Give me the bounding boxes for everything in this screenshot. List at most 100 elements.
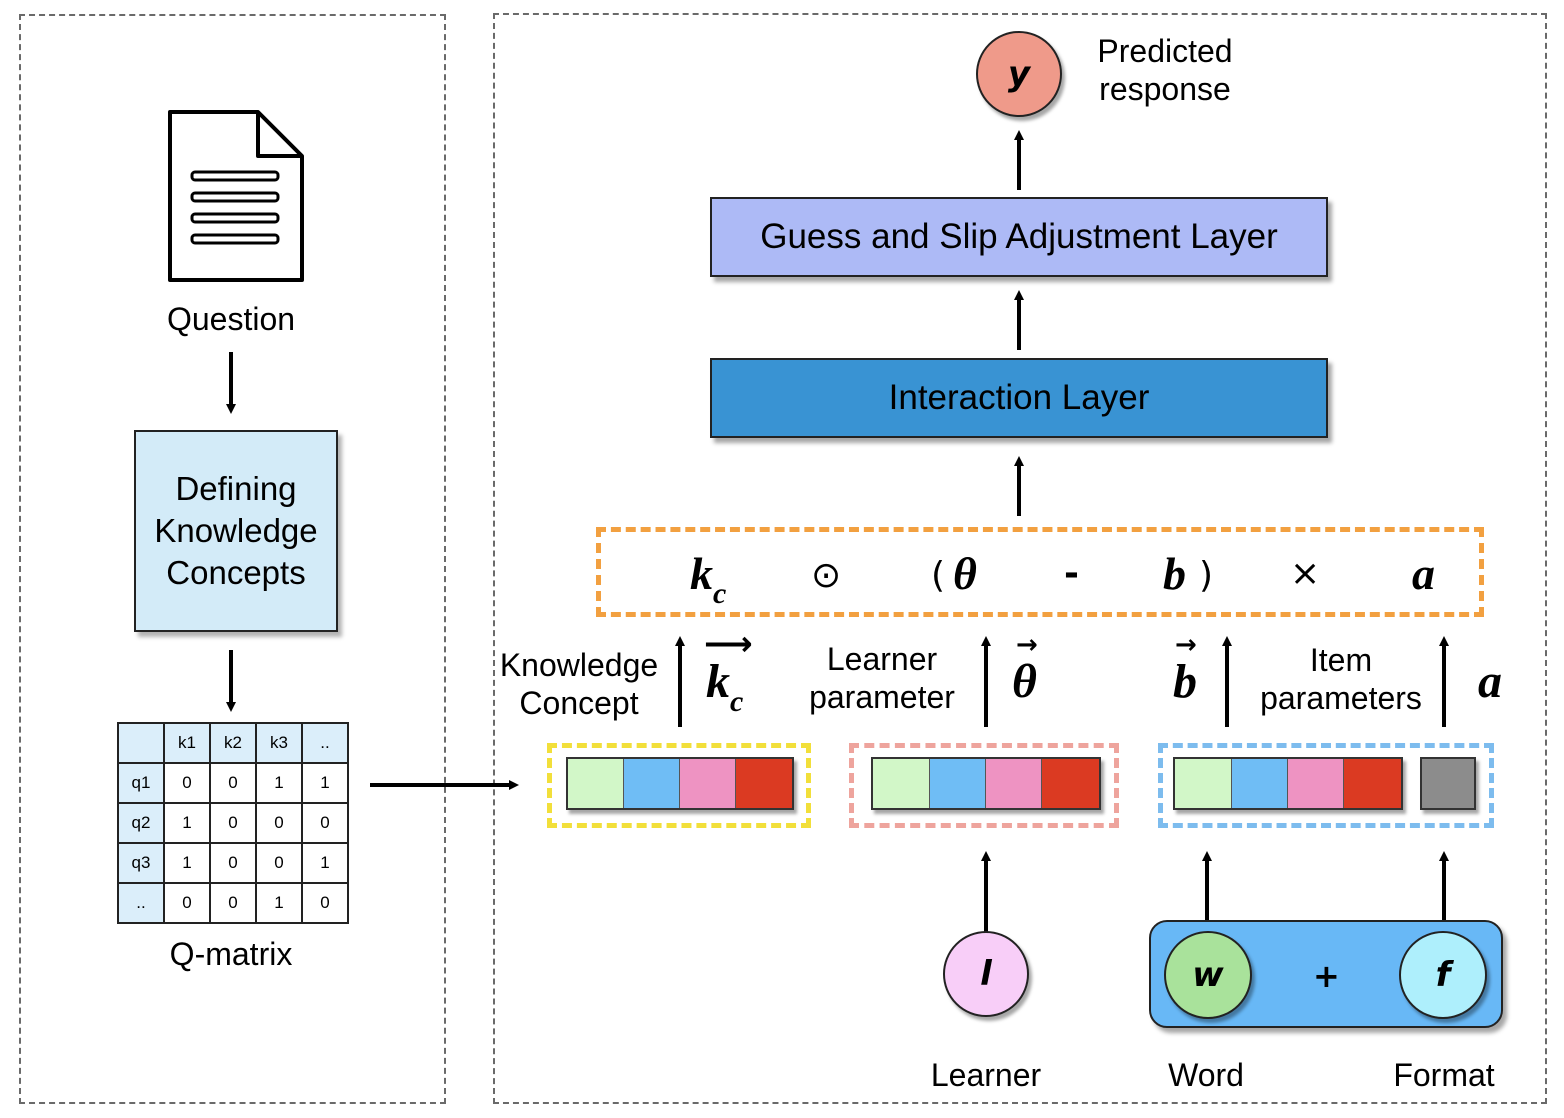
q-matrix-cell: 1 <box>301 842 349 884</box>
formula-kc-base: k <box>690 548 713 599</box>
formula-open-paren: ( <box>931 555 946 596</box>
left-panel <box>19 14 446 1104</box>
q-matrix-cell: 0 <box>209 762 257 804</box>
interaction-layer: Interaction Layer <box>710 358 1328 438</box>
vector-arrow-b: → <box>1175 630 1197 660</box>
q-matrix-cell: 0 <box>209 882 257 924</box>
vector-cell-pink <box>680 759 736 808</box>
formula-a: a <box>1412 548 1435 599</box>
formula-b: b <box>1163 548 1186 599</box>
q-matrix-row-header: q3 <box>117 842 165 884</box>
defining-line3: Concepts <box>166 553 306 591</box>
knowledge-concept-vector-box <box>547 743 811 828</box>
word-label: Word <box>1168 1057 1244 1093</box>
guess-slip-adjustment-layer: Guess and Slip Adjustment Layer <box>710 197 1328 277</box>
q-matrix-cell: 1 <box>163 842 211 884</box>
defining-line2: Knowledge <box>154 512 318 550</box>
predicted-response-label: Predicted response <box>1072 32 1258 109</box>
vector-cell-red <box>736 759 792 808</box>
q-matrix-cell: 0 <box>301 802 349 844</box>
response-line: response <box>1099 71 1231 108</box>
question-label: Question <box>166 301 296 337</box>
item-vector-box <box>1158 743 1494 828</box>
q-matrix-header-cell: .. <box>301 722 349 764</box>
learner-line: Learner <box>826 641 938 677</box>
output-y-circle: y <box>976 31 1062 117</box>
q-matrix-header-row: k1 k2 k3 .. <box>117 722 349 764</box>
knowledge-concept-vector <box>566 757 794 810</box>
q-matrix-cell: 1 <box>255 762 303 804</box>
parameter-line: parameter <box>809 679 955 716</box>
predicted-line: Predicted <box>1097 33 1233 69</box>
learner-vector-box <box>849 743 1119 828</box>
formula-odot: ⊙ <box>811 555 842 596</box>
q-matrix-row-header: q2 <box>117 802 165 844</box>
formula-minus: - <box>1064 553 1079 594</box>
q-matrix-cell: 1 <box>255 882 303 924</box>
vector-kc-symbol: ⟶ kc <box>704 624 753 718</box>
knowledge-concept-label: Knowledge Concept <box>496 646 662 723</box>
q-matrix-row: q2 1 0 0 0 <box>117 802 349 844</box>
q-matrix-corner <box>117 722 165 764</box>
q-matrix-row: q1 0 0 1 1 <box>117 762 349 804</box>
format-f-circle: f <box>1399 931 1487 1019</box>
q-matrix-cell: 0 <box>301 882 349 924</box>
q-matrix-header-cell: k2 <box>209 722 257 764</box>
item-b-vector <box>1173 757 1403 810</box>
concept-line: Concept <box>519 685 639 722</box>
item-a-scalar <box>1420 757 1476 810</box>
q-matrix-cell: 0 <box>209 802 257 844</box>
right-panel <box>493 13 1547 1104</box>
defining-knowledge-concepts-box: Defining Knowledge Concepts <box>134 430 338 632</box>
q-matrix-row: .. 0 0 1 0 <box>117 882 349 924</box>
format-label: Format <box>1393 1057 1495 1093</box>
learner-vector <box>871 757 1101 810</box>
vector-arrow-theta: → <box>1016 630 1038 660</box>
defining-line1: Defining <box>175 470 297 508</box>
vector-kc-base: k <box>706 655 730 708</box>
formula-times: × <box>1290 553 1321 594</box>
vector-cell-blue <box>930 759 987 808</box>
q-matrix-cell: 1 <box>163 802 211 844</box>
q-matrix-row-header: .. <box>117 882 165 924</box>
q-matrix-row-header: q1 <box>117 762 165 804</box>
learner-l-circle: l <box>943 931 1029 1017</box>
learner-label: Learner <box>930 1057 1042 1093</box>
vector-cell-red <box>1042 759 1100 808</box>
formula-close-paren: ) <box>1199 555 1214 596</box>
a-symbol: a <box>1478 655 1502 708</box>
q-matrix-cell: 0 <box>209 842 257 884</box>
item-line: Item <box>1309 642 1373 678</box>
vector-cell-green <box>873 759 930 808</box>
formula-theta: θ <box>953 548 977 599</box>
q-matrix-cell: 1 <box>301 762 349 804</box>
vector-cell-pink <box>1288 759 1345 808</box>
vector-b-base: b <box>1173 655 1197 708</box>
q-matrix-header-cell: k1 <box>163 722 211 764</box>
q-matrix-cell: 0 <box>255 842 303 884</box>
vector-cell-blue <box>1232 759 1289 808</box>
vector-theta-base: θ <box>1012 655 1037 708</box>
q-matrix-row: q3 1 0 0 1 <box>117 842 349 884</box>
vector-cell-red <box>1344 759 1402 808</box>
vector-cell-gray <box>1422 759 1474 808</box>
knowledge-line: Knowledge <box>499 647 659 683</box>
q-matrix-label: Q-matrix <box>169 936 293 972</box>
q-matrix-cell: 0 <box>163 882 211 924</box>
learner-parameter-label: Learner parameter <box>796 640 968 717</box>
q-matrix-table: k1 k2 k3 .. q1 0 0 1 1 q2 1 0 0 0 q3 1 0… <box>117 722 349 924</box>
word-w-circle: w <box>1164 931 1252 1019</box>
formula-kc: kc <box>690 547 726 610</box>
vector-cell-blue <box>624 759 680 808</box>
vector-theta-symbol: → θ <box>1012 630 1038 709</box>
q-matrix-cell: 0 <box>163 762 211 804</box>
vector-b-symbol: → b <box>1173 630 1197 709</box>
vector-arrow-kc: ⟶ <box>704 624 753 664</box>
vector-cell-green <box>568 759 624 808</box>
vector-kc-sub: c <box>730 685 744 718</box>
plus-sign: + <box>1313 957 1340 995</box>
parameters-line: parameters <box>1260 680 1422 717</box>
item-parameters-label: Item parameters <box>1246 641 1436 718</box>
formula-box <box>596 527 1484 617</box>
